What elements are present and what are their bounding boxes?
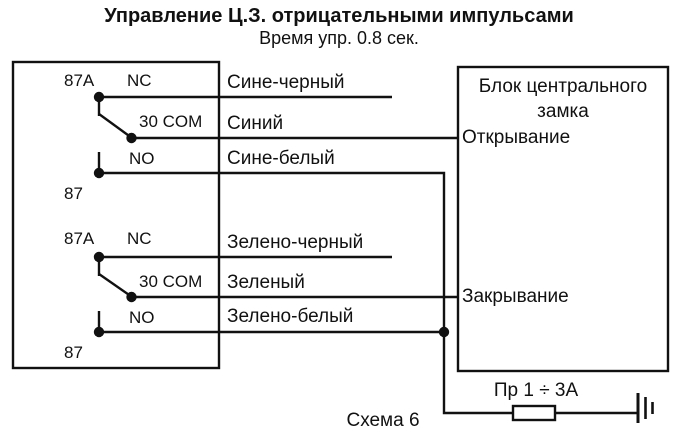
relay-1-switch [97, 97, 133, 173]
relay-2-com-dot [126, 291, 137, 303]
central-lock-close-label: Закрывание [462, 286, 569, 307]
diagram-title: Управление Ц.З. отрицательными импульсам… [104, 5, 574, 27]
wire-label-blue-black: Сине-черный [227, 72, 345, 93]
wire-label-green-black: Зелено-черный [227, 232, 364, 253]
relay-1-pin-com: 30 COM [139, 112, 203, 131]
relay-2-pin-com: 30 COM [139, 272, 203, 291]
relay-2-pin-nc: NC [127, 229, 152, 248]
relay-1-pin-87a: 87A [64, 71, 95, 90]
relay-1-pin-nc: NC [127, 71, 152, 90]
scheme-caption: Схема 6 [346, 410, 420, 431]
relay-2-no-dot [93, 326, 105, 338]
relay-2-switch-arm [98, 273, 133, 298]
wire-label-blue-white: Сине-белый [227, 148, 335, 169]
fuse-icon [511, 404, 557, 422]
relay-2-pin-no: NO [129, 308, 155, 327]
relay-1-pin-no: NO [129, 149, 155, 168]
junction-dot [438, 326, 450, 338]
wire-label-green: Зеленый [227, 272, 305, 293]
relay-1-switch-arm [98, 113, 133, 139]
central-lock-open-label: Открывание [462, 127, 571, 148]
central-lock-title-line1: Блок центрального [478, 76, 648, 97]
relay-2-pin-87: 87 [64, 343, 83, 362]
central-lock-title-line2: замка [537, 101, 589, 122]
relay-1-pin-87: 87 [64, 184, 83, 203]
relay-1-87a-dot [93, 91, 105, 103]
central-lock-title: Блок центрального замка [462, 74, 664, 124]
diagram-subtitle: Время упр. 0.8 сек. [259, 28, 419, 48]
relay-2-87a-dot [93, 251, 105, 263]
wire-label-green-white: Зелено-белый [227, 306, 354, 327]
relay-box-outline [11, 60, 221, 370]
wire-label-blue: Синий [227, 113, 284, 134]
relay-1-no-dot [93, 167, 105, 179]
relay-1-com-dot [126, 132, 137, 144]
fuse-label: Пр 1 ÷ 3А [493, 380, 579, 401]
central-lock-box-outline [456, 65, 670, 373]
ground-icon [636, 393, 654, 423]
relay-2-pin-87a: 87A [64, 229, 95, 248]
